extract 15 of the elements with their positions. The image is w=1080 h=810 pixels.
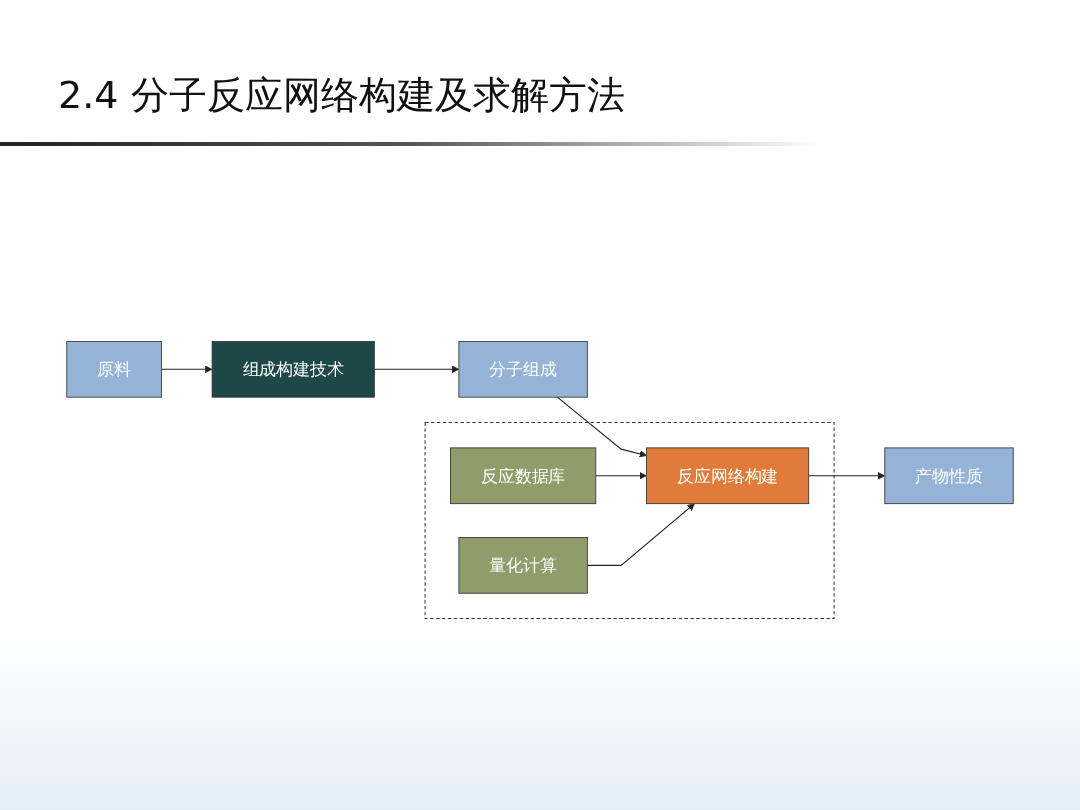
node-box: 原料 [66, 341, 162, 398]
arrow [373, 365, 460, 373]
arrow [595, 472, 647, 480]
slide-title: 2.4 分子反应网络构建及求解方法 [58, 72, 625, 119]
node-box: 反应数据库 [450, 447, 597, 505]
arrow [556, 396, 647, 458]
arrow [808, 472, 886, 480]
node-box: 量化计算 [458, 537, 588, 594]
arrow [160, 365, 213, 373]
node-box: 分子组成 [458, 341, 588, 398]
cluster [424, 422, 835, 620]
node-box: 反应网络构建 [646, 447, 810, 505]
arrow [586, 503, 695, 566]
node-box: 组成构建技术 [211, 341, 375, 398]
node-box: 产物性质 [884, 447, 1014, 505]
